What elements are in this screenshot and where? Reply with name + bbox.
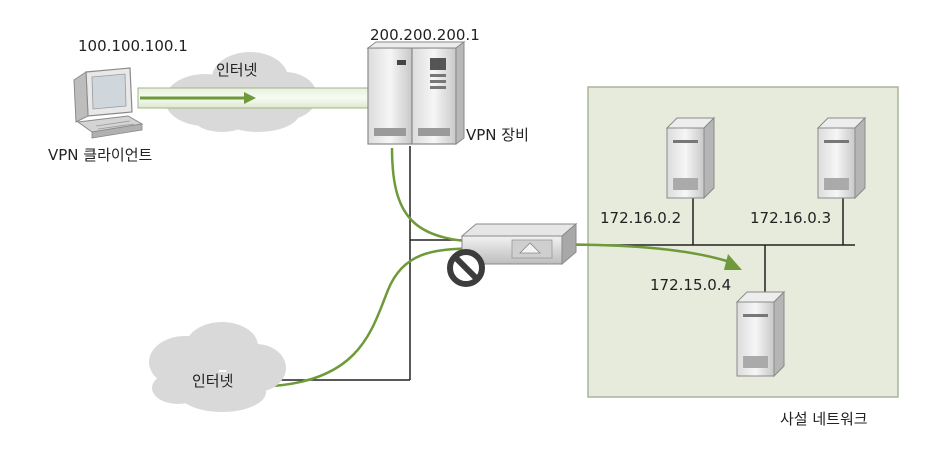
server3-ip-label: 172.15.0.4 [650,276,732,294]
vpn-client-ip-label: 100.100.100.1 [78,37,188,55]
server1-ip-label: 172.16.0.2 [600,209,682,227]
vpn-device-ip-label: 200.200.200.1 [370,26,480,44]
server-icon-172-16-0-3 [816,116,867,200]
server2-ip-label: 172.16.0.3 [750,209,832,227]
internet-top-label: 인터넷 [216,61,258,79]
tunnel-arrow-head [244,92,256,104]
internet-cloud-bottom [149,322,286,412]
private-network-label: 사설 네트워크 [780,410,868,428]
vpn-device-label: VPN 장비 [466,126,529,144]
allowed-path-arrow-head [724,254,742,270]
blocked-sign-icon [447,249,485,287]
vpn-client-computer-icon [73,67,144,139]
vpn-client-label: VPN 클라이언트 [48,146,153,164]
vpn-tunnel [137,87,399,109]
vpn-device-icon [366,41,466,145]
internet-bottom-label: 인터넷 [192,372,234,390]
server-icon-172-16-0-2 [665,116,716,200]
server-icon-172-15-0-4 [735,290,786,378]
